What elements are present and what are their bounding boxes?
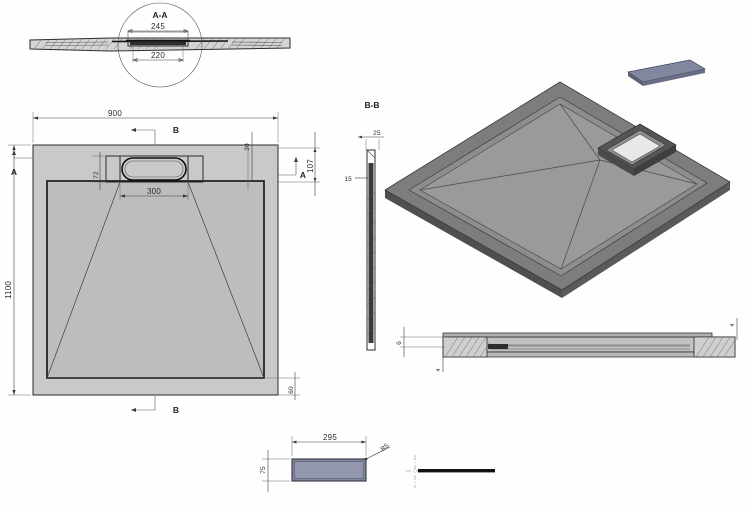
iso-drain-channel (597, 123, 677, 176)
detail-label-aa: A-A (152, 10, 167, 20)
dim-bb-25-text: 25 (373, 130, 381, 137)
grate-edge-view (406, 455, 495, 488)
dim-side-right: 4 (730, 318, 738, 340)
iso-drain-cover-plate (627, 59, 706, 86)
dim-plan-107: 107 (278, 132, 320, 196)
dim-plan-drain-depth: 72 (92, 152, 106, 190)
dim-plan-900: 900 (108, 109, 122, 118)
dim-plan-72: 72 (93, 171, 100, 179)
section-marker-a-left: A (11, 150, 33, 177)
view-section-bb: B-B 25 15 (344, 100, 384, 351)
dim-side-right-4: 4 (730, 323, 736, 326)
dim-plan-height: 1100 (4, 144, 31, 396)
dim-bb-15: 15 (344, 176, 368, 183)
detail-circle-aa: A-A 245 220 (117, 2, 203, 88)
section-marker-a-right: A (278, 157, 306, 180)
dim-aa-220: 220 (151, 51, 165, 60)
dim-bb-25: 25 (358, 130, 384, 150)
section-label-bb: B-B (364, 100, 379, 110)
plan-drain-assembly (105, 155, 204, 183)
dim-plan-107-text: 107 (306, 159, 315, 173)
plan-slope-lines (46, 181, 265, 379)
dim-plan-300: 300 (147, 187, 161, 196)
dim-plan-30: 30 (244, 132, 253, 190)
dim-grate-radius: R5 (364, 442, 391, 461)
view-grate-detail: 295 75 R5 (260, 433, 495, 492)
view-side-section: 6 4 4 (396, 318, 738, 372)
dim-grate-length: 295 (291, 433, 367, 456)
dim-bb-15-text: 15 (344, 176, 352, 183)
dim-plan-width: 900 (32, 109, 279, 143)
section-marker-b-top: B (131, 125, 179, 145)
dim-grate-height: 75 (260, 450, 290, 492)
dim-grate-295: 295 (323, 433, 337, 442)
plan-basin (46, 180, 265, 379)
section-label-b-top: B (173, 125, 179, 135)
section-label-a-right: A (300, 170, 306, 180)
dim-side-4: 4 (436, 368, 442, 371)
dim-plan-60: 60 (264, 372, 300, 400)
section-label-a-left: A (11, 167, 17, 177)
dim-side-left: 6 4 (396, 327, 445, 372)
dim-grate-r5: R5 (379, 442, 390, 453)
view-isometric-3d (384, 59, 731, 298)
view-section-aa: A-A 245 220 (29, 2, 291, 88)
dim-plan-60-text: 60 (288, 386, 295, 394)
bb-profile (366, 149, 376, 351)
dim-plan-drain-width: 300 (119, 182, 189, 200)
dim-side-6: 6 (396, 341, 403, 345)
dim-plan-30-text: 30 (244, 143, 251, 151)
dim-grate-75: 75 (260, 466, 267, 474)
view-plan: 900 1100 300 72 (4, 109, 320, 415)
dim-plan-1100: 1100 (4, 281, 13, 299)
section-label-b-bottom: B (173, 405, 179, 415)
dim-aa-245: 245 (151, 22, 165, 31)
iso-basin (419, 103, 698, 270)
section-marker-b-bottom: B (131, 396, 179, 415)
